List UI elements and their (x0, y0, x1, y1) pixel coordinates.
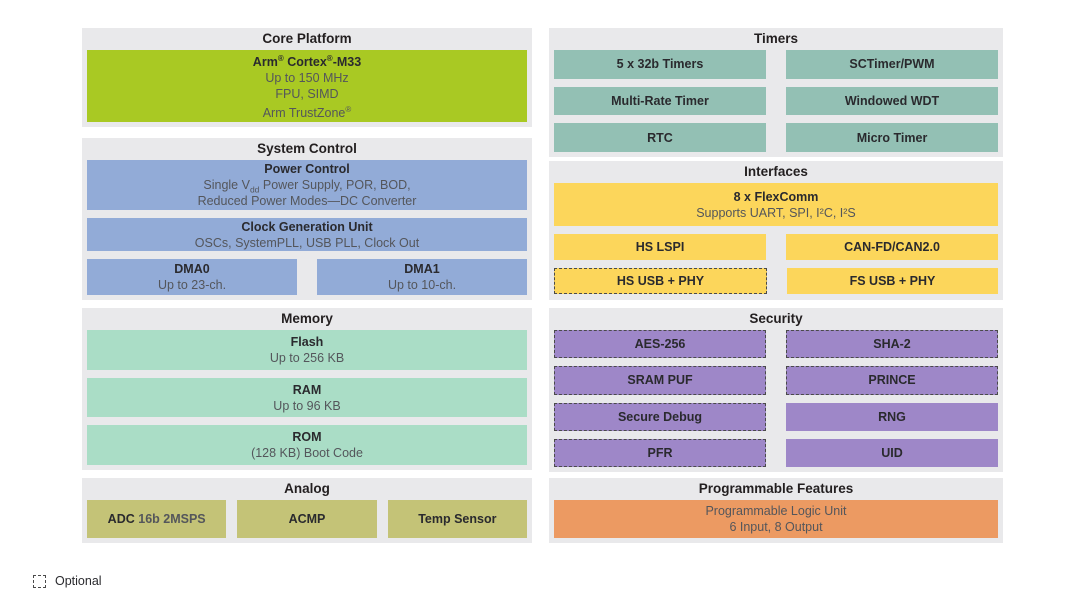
block-temp-sensor: Temp Sensor (387, 500, 527, 538)
temp-sensor-label: Temp Sensor (418, 512, 497, 526)
clock-gen-name: Clock Generation Unit (241, 219, 373, 234)
programmable-features-title: Programmable Features (698, 481, 854, 496)
left-column: Core Platform Arm® Cortex®-M33 Up to 150… (82, 28, 532, 543)
section-timers: Timers 5 x 32b Timers SCTimer/PWM Multi-… (549, 28, 1003, 157)
rom-line: (128 KB) Boot Code (251, 446, 363, 461)
block-uid: UID (786, 438, 998, 467)
cortex-trustzone: Arm TrustZone® (262, 105, 352, 121)
flexcomm-line: Supports UART, SPI, I²C, I²S (696, 205, 856, 220)
dma1-line: Up to 10-ch. (387, 278, 457, 292)
section-interfaces: Interfaces 8 x FlexComm Supports UART, S… (549, 161, 1003, 300)
cortex-frequency: Up to 150 MHz (265, 71, 349, 85)
interfaces-title: Interfaces (744, 164, 808, 179)
block-rtc: RTC (554, 123, 766, 152)
clock-gen-line: OSCs, SystemPLL, USB PLL, Clock Out (194, 235, 420, 250)
block-pfr: PFR (554, 438, 766, 467)
block-flash: Flash Up to 256 KB (87, 330, 527, 370)
section-system-control: System Control Power Control Single Vdd … (82, 138, 532, 300)
adc-label: ADC 16b 2MSPS (107, 512, 206, 526)
legend-label: Optional (55, 574, 102, 588)
registered-mark: ® (345, 105, 352, 114)
block-rom: ROM (128 KB) Boot Code (87, 425, 527, 466)
block-rng: RNG (786, 402, 998, 431)
section-analog: Analog ADC 16b 2MSPS ACMP Temp Sensor (82, 478, 532, 543)
block-adc: ADC 16b 2MSPS (87, 500, 227, 538)
block-clock-generation-unit: Clock Generation Unit OSCs, SystemPLL, U… (87, 218, 527, 251)
core-platform-title: Core Platform (262, 31, 352, 46)
section-security: Security AES-256 SHA-2 SRAM PUF PRINCE S… (549, 308, 1003, 472)
section-memory: Memory Flash Up to 256 KB RAM Up to 96 K… (82, 308, 532, 470)
block-secure-debug: Secure Debug (554, 402, 766, 431)
power-control-name: Power Control (264, 162, 350, 176)
plu-name: Programmable Logic Unit (705, 504, 847, 518)
registered-mark: ® (277, 53, 284, 63)
vdd-subscript: dd (249, 184, 260, 195)
block-prince: PRINCE (786, 366, 998, 395)
block-arm-cortex-m33: Arm® Cortex®-M33 Up to 150 MHz FPU, SIMD… (87, 50, 527, 122)
block-sctimer-pwm: SCTimer/PWM (786, 50, 998, 79)
block-sha-2: SHA-2 (786, 330, 998, 359)
dashed-box-icon (33, 574, 46, 588)
ram-name: RAM (292, 382, 322, 397)
block-multi-rate-timer: Multi-Rate Timer (554, 86, 766, 116)
section-core-platform: Core Platform Arm® Cortex®-M33 Up to 150… (82, 28, 532, 127)
block-aes-256: AES-256 (554, 330, 766, 359)
block-32b-timers: 5 x 32b Timers (554, 50, 766, 79)
block-flexcomm: 8 x FlexComm Supports UART, SPI, I²C, I²… (554, 183, 998, 226)
flexcomm-name: 8 x FlexComm (733, 189, 819, 204)
block-can-fd: CAN-FD/CAN2.0 (786, 234, 998, 260)
security-title: Security (749, 311, 803, 326)
block-acmp: ACMP (237, 500, 377, 538)
acmp-label: ACMP (288, 512, 326, 526)
rom-name: ROM (292, 430, 322, 445)
flash-name: Flash (290, 334, 324, 349)
ram-line: Up to 96 KB (273, 398, 341, 413)
block-dma1: DMA1 Up to 10-ch. (317, 259, 527, 295)
adc-spec: 16b 2MSPS (134, 512, 206, 526)
legend-optional: Optional (33, 574, 102, 588)
power-control-line2: Reduced Power Modes—DC Converter (197, 194, 417, 208)
timers-title: Timers (753, 31, 799, 46)
block-hs-lspi: HS LSPI (554, 234, 766, 260)
dma0-name: DMA0 (174, 262, 210, 276)
system-control-title: System Control (257, 141, 357, 156)
plu-io: 6 Input, 8 Output (729, 520, 823, 534)
memory-title: Memory (281, 311, 333, 326)
right-column: Timers 5 x 32b Timers SCTimer/PWM Multi-… (549, 28, 1003, 543)
registered-mark: ® (326, 53, 333, 63)
section-programmable-features: Programmable Features Programmable Logic… (549, 478, 1003, 543)
block-windowed-wdt: Windowed WDT (786, 86, 998, 116)
dma0-line: Up to 23-ch. (157, 278, 227, 292)
block-hs-usb-phy: HS USB + PHY (554, 268, 767, 294)
block-ram: RAM Up to 96 KB (87, 377, 527, 418)
power-control-line1: Single Vdd Power Supply, POR, BOD, (203, 178, 411, 195)
analog-title: Analog (284, 481, 330, 496)
block-micro-timer: Micro Timer (786, 123, 998, 152)
dma1-name: DMA1 (404, 262, 440, 276)
block-power-control: Power Control Single Vdd Power Supply, P… (87, 160, 527, 210)
block-sram-puf: SRAM PUF (554, 366, 766, 395)
flash-line: Up to 256 KB (269, 350, 345, 365)
block-fs-usb-phy: FS USB + PHY (787, 268, 998, 294)
cortex-features: FPU, SIMD (275, 87, 339, 101)
block-dma0: DMA0 Up to 23-ch. (87, 259, 297, 295)
cortex-name: Arm® Cortex®-M33 (252, 53, 362, 69)
block-programmable-logic-unit: Programmable Logic Unit 6 Input, 8 Outpu… (554, 500, 998, 538)
